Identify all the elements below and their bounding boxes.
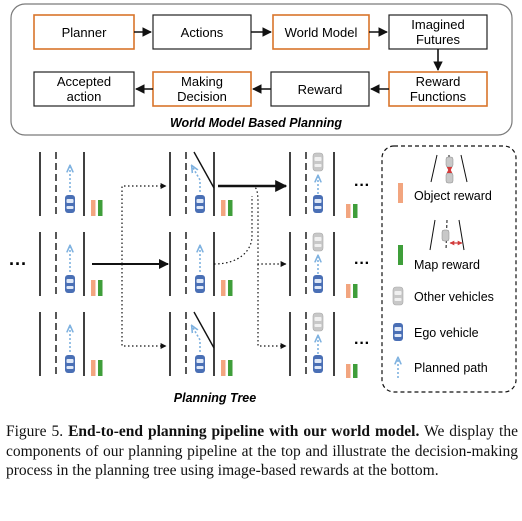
tree-ellipsis-right-1: ··· [354,177,370,194]
scene-col3-row3 [289,311,358,378]
pipeline-node-imagined-futures: Imagined Futures [388,14,488,50]
pipeline-node-actions: Actions [152,14,252,50]
tree-connectors [92,180,288,349]
tree-ellipsis-left: ··· [9,254,27,274]
reward-label: Reward [298,82,343,97]
legend-ego-vehicle: Ego vehicle [414,326,479,340]
reward-functions-label-1: Reward [416,74,461,89]
scene-col2-row3 [169,311,233,377]
map-reward-swatch [398,245,403,265]
pipeline-node-reward: Reward [270,71,370,107]
making-decision-label-1: Making [181,74,223,89]
making-decision-label-2: Decision [177,89,227,104]
reward-functions-label-2: Functions [410,89,467,104]
planner-label: Planner [62,25,107,40]
tree-ellipsis-right-3: ··· [354,335,370,352]
imagined-futures-label-1: Imagined [411,17,464,32]
planning-tree: ··· ··· ··· ··· Planning Tree [9,151,370,405]
actions-label: Actions [181,25,224,40]
scene-col3-row2 [289,231,358,298]
tree-ellipsis-right-2: ··· [354,255,370,272]
pipeline-node-accepted-action: Accepted action [33,71,135,107]
pipeline-node-planner: Planner [33,14,135,50]
scene-col1-row2 [39,231,103,297]
pipeline-title: World Model Based Planning [170,116,342,130]
map-reward-illustration [429,219,465,251]
scene-col1-row1 [39,151,103,217]
ego-vehicle-icon [393,323,403,341]
scene-col3-row1 [289,151,358,218]
pipeline-node-making-decision: Making Decision [152,71,252,107]
legend-panel: Object reward Map reward Other vehicles … [381,145,517,393]
scene-col1-row3 [39,311,103,377]
object-reward-illustration [430,154,468,184]
legend-planned-path: Planned path [414,361,488,375]
legend-other-vehicles: Other vehicles [414,290,494,304]
pipeline-node-reward-functions: Reward Functions [388,71,488,107]
accepted-action-label-1: Accepted [57,74,111,89]
legend-map-reward: Map reward [414,258,480,272]
scene-col2-row2 [169,231,233,297]
figure-canvas: Planner Actions World Model Imagined Fut… [9,3,517,405]
caption-label: Figure 5. [6,423,64,440]
pipeline-arrows [134,27,443,94]
object-reward-swatch [398,183,403,203]
figure-caption: Figure 5. End-to-end planning pipeline w… [6,422,518,481]
legend-object-reward: Object reward [414,189,492,203]
pipeline-node-world-model: World Model [272,14,370,50]
caption-bold: End-to-end planning pipeline with our wo… [68,423,420,440]
imagined-futures-label-2: Futures [416,32,461,47]
world-model-label: World Model [285,25,358,40]
accepted-action-label-2: action [67,89,102,104]
planning-tree-title: Planning Tree [174,391,256,405]
other-vehicle-icon [392,286,404,306]
scene-col2-row1 [169,151,233,217]
caption-text: We display the components of our plannin… [6,423,518,479]
